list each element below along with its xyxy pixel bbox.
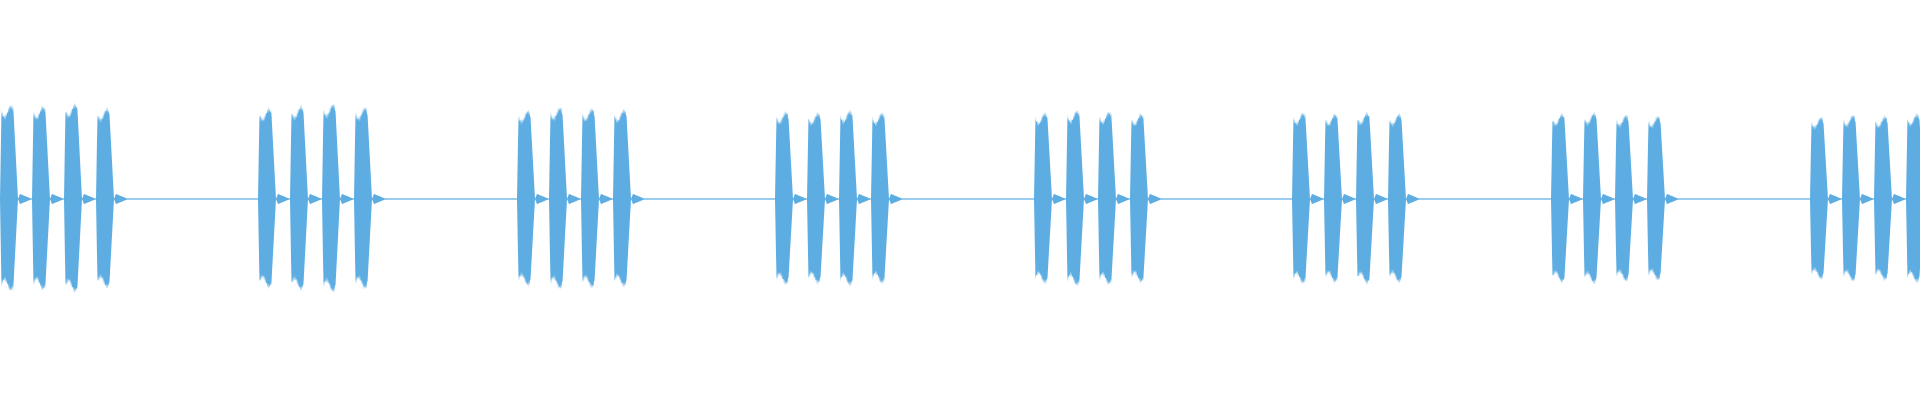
waveform-pulse-g6-p1: [1292, 112, 1324, 285]
waveform-pulse-g8-p2: [1842, 114, 1874, 283]
waveform-pulse-g4-p3: [839, 108, 871, 288]
waveform-pulse-g8-p1: [1810, 116, 1842, 281]
waveform-pulse-g4-p2: [807, 111, 839, 285]
waveform-pulse-g8-p3: [1874, 114, 1906, 282]
waveform-pulse-g4-p4: [871, 111, 903, 285]
waveform-pulse-g5-p1: [1034, 111, 1066, 286]
waveform-pulse-g8-p4: [1906, 112, 1920, 285]
waveform-pulse-g6-p3: [1356, 111, 1388, 286]
waveform-pulse-g1-p3: [64, 102, 96, 294]
waveform-pulse-g2-p4: [354, 106, 386, 290]
waveform-pulse-g4-p1: [775, 110, 807, 286]
waveform-pulse-g7-p4: [1647, 115, 1679, 282]
waveform-pulse-g5-p2: [1066, 109, 1098, 287]
waveform-pulse-g2-p1: [258, 106, 290, 290]
waveform-pulse-g2-p3: [322, 102, 354, 294]
waveform-pulse-g7-p3: [1615, 114, 1647, 283]
waveform-pulse-g2-p2: [290, 104, 322, 292]
waveform-pulse-g5-p3: [1098, 111, 1130, 286]
waveform-pulses: [0, 102, 1920, 294]
waveform-pulse-g3-p4: [613, 107, 645, 289]
waveform-pulse-g1-p2: [32, 105, 64, 291]
waveform-pulse-g6-p4: [1388, 112, 1420, 284]
waveform-pulse-g7-p2: [1583, 111, 1615, 285]
waveform-pulse-g5-p4: [1130, 112, 1162, 284]
waveform-pulse-g1-p4: [96, 106, 128, 290]
waveform-pulse-g3-p2: [549, 107, 581, 290]
waveform-pulse-g7-p1: [1551, 112, 1583, 285]
waveform-pulse-g3-p1: [517, 109, 549, 288]
waveform-pulse-g3-p3: [581, 107, 613, 290]
waveform-pulse-g1-p1: [0, 104, 32, 292]
waveform-pulse-g6-p2: [1324, 112, 1356, 284]
